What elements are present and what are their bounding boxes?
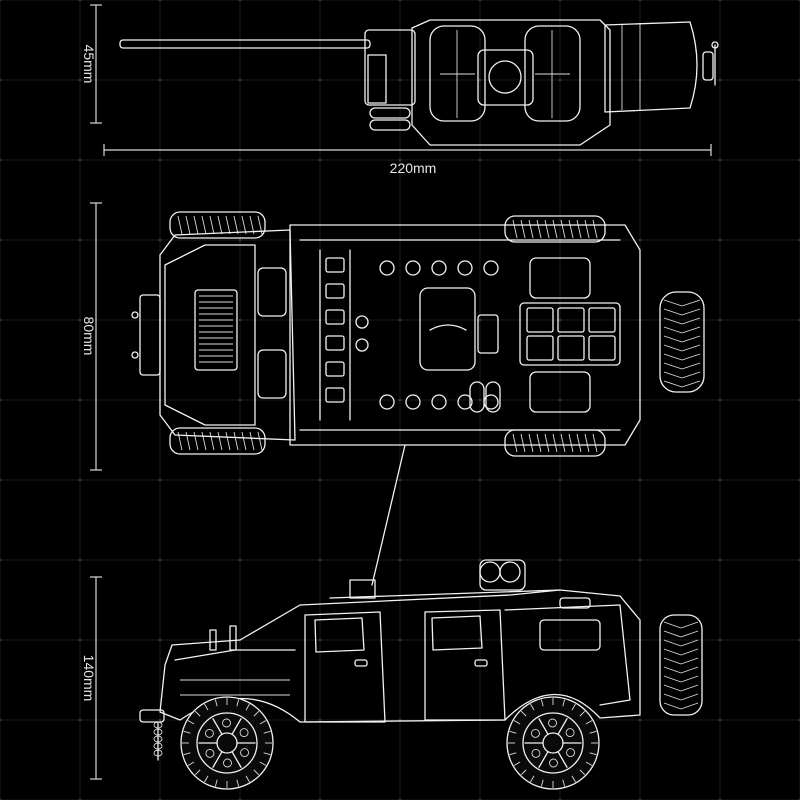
dimension-140mm: 140mm (81, 576, 102, 780)
dimension-label-220mm: 220mm (390, 160, 437, 176)
vehicle-plan-view (131, 211, 705, 457)
dimension-45mm: 45mm (81, 4, 102, 124)
dimension-label-45mm: 45mm (81, 45, 97, 84)
dimension-220mm: 220mm (103, 144, 712, 176)
front-wheel (180, 696, 274, 790)
vehicle-side-view (139, 559, 703, 790)
rear-wheel (506, 696, 600, 790)
dimension-label-80mm: 80mm (81, 317, 97, 356)
vehicle-top-profile-view (119, 19, 719, 146)
dimension-80mm: 80mm (81, 202, 102, 471)
antenna-line (371, 444, 406, 586)
dimension-label-140mm: 140mm (81, 655, 97, 702)
